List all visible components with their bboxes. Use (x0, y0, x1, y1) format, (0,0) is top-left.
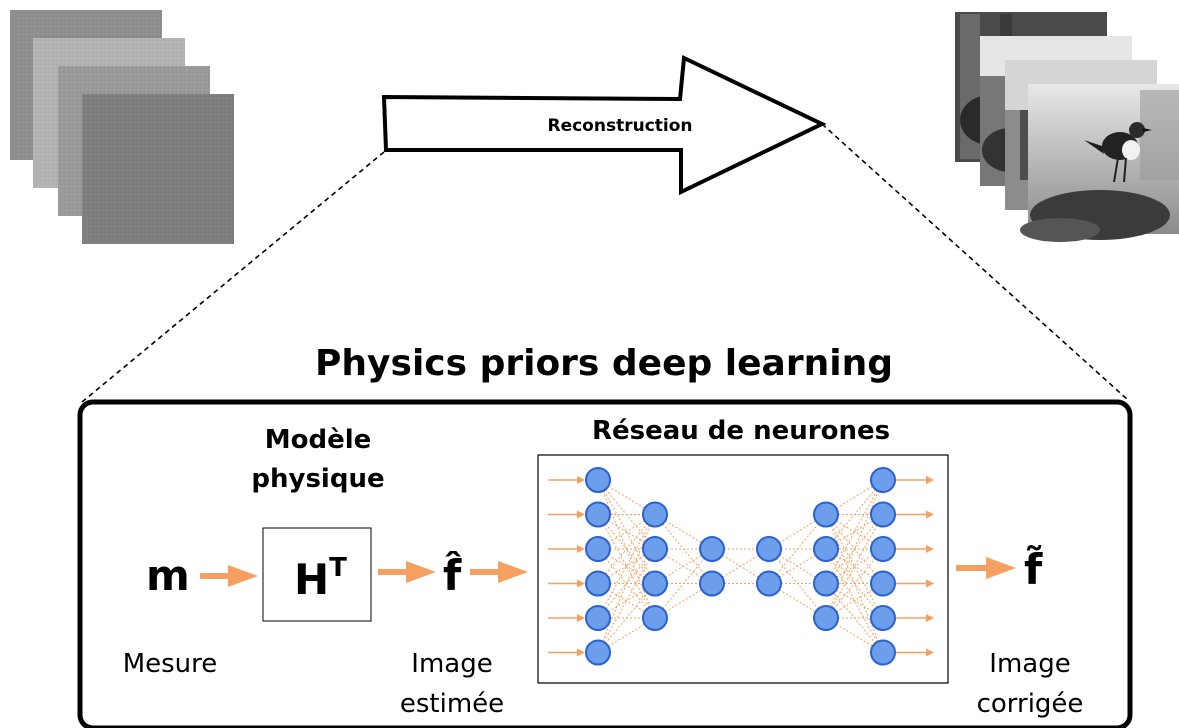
network-edge (711, 548, 770, 584)
neuron (813, 501, 839, 528)
network-edge (825, 479, 884, 515)
label-output-1: Image (989, 649, 1070, 679)
reconstruction-arrow: Reconstruction (381, 54, 827, 196)
neuron (756, 570, 782, 597)
neuron (585, 639, 611, 666)
physics-model-title-2: physique (251, 464, 384, 494)
arrow-m-to-operator (200, 565, 258, 587)
network-edge (825, 479, 884, 550)
network-io-arrows (548, 476, 934, 657)
reconstruction-label: Reconstruction (547, 116, 692, 136)
physics-model-title-1: Modèle (265, 425, 372, 455)
neuron (756, 536, 782, 562)
input-symbol: m (146, 551, 190, 600)
network-title: Réseau de neurones (592, 416, 890, 446)
estimate-symbol: f̂ (443, 550, 462, 600)
neuron (870, 501, 896, 528)
neuron (699, 536, 725, 562)
arrow-operator-to-estimate (378, 561, 436, 583)
zoom-line-left (81, 151, 385, 403)
network-edge (597, 514, 656, 584)
network-edge (597, 548, 656, 584)
network-output-arrow (896, 579, 934, 588)
network-edge (654, 548, 713, 584)
neuron (813, 536, 839, 562)
network-edge (768, 583, 827, 619)
neuron (585, 605, 611, 631)
network-edge (597, 548, 656, 619)
network-edge (768, 514, 827, 550)
neuron (870, 536, 896, 562)
network-input-arrow (548, 614, 585, 622)
neuron (813, 605, 839, 631)
operator-superscript: T (329, 553, 347, 583)
network-edge (597, 583, 656, 619)
label-output-2: corrigée (977, 689, 1084, 719)
network-input-arrow (548, 510, 585, 519)
network-edge (768, 514, 827, 584)
label-measurement: Mesure (123, 649, 218, 679)
network-input-arrow (548, 476, 585, 484)
network-edge (825, 514, 884, 653)
network-edge (597, 617, 656, 653)
neuron (870, 639, 896, 666)
photo-frame-bird (1020, 84, 1179, 242)
label-estimate-1: Image (411, 649, 492, 679)
operator-symbol: HT (294, 553, 347, 604)
output-symbol: f̃ (1024, 544, 1043, 594)
network-input-arrow (548, 579, 585, 588)
network-edge (825, 548, 884, 619)
network-output-arrow (896, 545, 934, 553)
neuron (642, 605, 668, 631)
neuron (870, 467, 896, 493)
flow-arrows (200, 557, 1016, 587)
neuron (642, 536, 668, 562)
label-estimate-2: estimée (400, 689, 504, 719)
neuron (699, 570, 725, 597)
network-edge (825, 548, 884, 584)
neuron (642, 501, 668, 528)
network-edge (654, 514, 713, 550)
network-edge (825, 583, 884, 619)
neuron (585, 467, 611, 493)
arrow-network-to-output (956, 557, 1016, 579)
network-output-arrow (896, 614, 934, 622)
network-output-arrow (896, 476, 934, 484)
network-neurons (585, 467, 896, 666)
operator-box (262, 527, 372, 622)
neuron (642, 570, 668, 597)
network-edge (597, 514, 656, 653)
network-edge (654, 548, 713, 619)
framework-title: Physics priors deep learning (315, 343, 893, 384)
network-edge (597, 514, 656, 550)
network-edge (597, 479, 656, 619)
network-input-arrow (548, 648, 585, 657)
neuron (870, 570, 896, 597)
neuron (870, 605, 896, 631)
network-edge (825, 514, 884, 584)
network-edge (825, 479, 884, 619)
measurement-stack (10, 10, 234, 244)
neuron (585, 536, 611, 562)
neuron (585, 570, 611, 597)
arrow-estimate-to-network (470, 561, 528, 583)
network-edge (654, 583, 713, 619)
network-edge (597, 583, 656, 653)
neuron (585, 501, 611, 528)
network-edge (768, 548, 827, 584)
neuron (813, 570, 839, 597)
network-output-arrow (896, 510, 934, 519)
network-output-arrow (896, 648, 934, 657)
network-edge (825, 617, 884, 653)
zoom-line-right (821, 123, 1129, 401)
reconstructed-image-stack (955, 12, 1179, 242)
network-edge (825, 514, 884, 550)
network-input-arrow (548, 545, 585, 553)
network-edge (597, 479, 656, 515)
